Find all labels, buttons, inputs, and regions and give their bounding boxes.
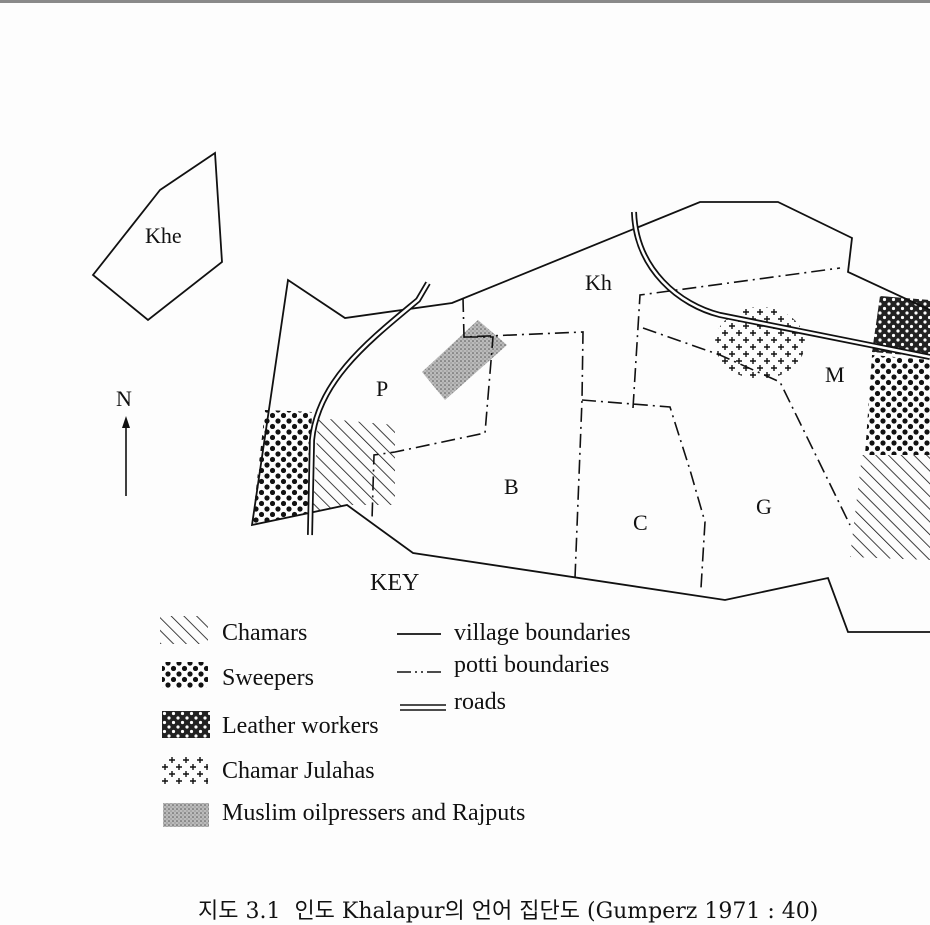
legend-label-muslim-oilpressers: Muslim oilpressers and Rajputs (222, 800, 525, 826)
north-label: N (116, 386, 132, 411)
legend-swatch-chamars (160, 616, 208, 644)
area-label-khe: Khe (145, 223, 182, 248)
khe-village-boundary (91, 151, 223, 322)
area-label-p: P (376, 376, 388, 401)
chamars-area-east (850, 455, 930, 560)
sweepers-area-west (252, 410, 312, 525)
legend-label-chamar-julahas: Chamar Julahas (222, 758, 375, 784)
legend-swatch-leather-workers (162, 711, 210, 738)
area-label-c: C (633, 510, 648, 535)
area-label-g: G (756, 494, 772, 519)
figure-caption: 지도 3.1 인도 Khalapur의 언어 집단도 (Gumperz 1971… (198, 899, 818, 924)
legend-swatch-sweepers (162, 662, 208, 688)
potti-boundaries (371, 267, 851, 589)
leather-workers-area (872, 296, 930, 357)
legend-label-chamars: Chamars (222, 620, 307, 646)
north-arrow-icon (122, 416, 130, 496)
village-boundary (250, 201, 930, 633)
legend-label-potti-boundaries: potti boundaries (454, 652, 609, 678)
area-label-m: M (825, 362, 845, 387)
legend-line-roads (400, 704, 446, 711)
key-heading: KEY (370, 570, 419, 596)
chamars-area-west (313, 418, 395, 512)
roads (307, 211, 930, 536)
legend-swatch-muslim-oilpressers (163, 803, 209, 827)
legend-label-village-boundaries: village boundaries (454, 620, 631, 646)
area-label-kh: Kh (585, 270, 612, 295)
area-label-b: B (504, 474, 519, 499)
legend-label-leather-workers: Leather workers (222, 713, 379, 739)
legend-label-roads: roads (454, 689, 506, 715)
sweepers-area-east (865, 355, 930, 455)
legend-label-sweepers: Sweepers (222, 665, 314, 691)
legend-swatch-chamar-julahas (162, 756, 208, 784)
muslim-oilpressers-area (422, 320, 507, 400)
